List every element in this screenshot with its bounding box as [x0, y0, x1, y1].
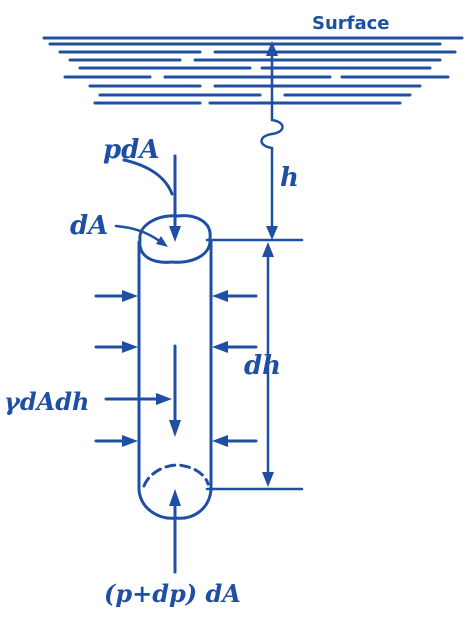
depth-break-squiggle	[260, 118, 284, 150]
depth-arrowhead-top	[266, 41, 278, 56]
bottom-force-arrowhead	[169, 489, 181, 506]
weight-arrowhead	[169, 420, 181, 437]
top-force-arrow	[122, 154, 181, 242]
top-area-leader-arrowhead	[156, 236, 168, 247]
cylinder-bottom-hidden-edge	[142, 463, 210, 488]
right-force-arrowhead	[212, 435, 228, 447]
surface-label: Surface	[312, 13, 390, 34]
weight-arrow	[104, 344, 181, 437]
right-force-arrowhead	[212, 341, 228, 353]
right-side-forces	[212, 290, 258, 447]
depth-arrowhead-bottom	[266, 226, 278, 240]
depth-label: h	[280, 163, 299, 193]
top-force-label: pdA	[103, 135, 160, 165]
top-force-leader	[122, 158, 174, 196]
depth-dimension	[260, 41, 284, 240]
top-area-label: dA	[70, 211, 108, 241]
cylinder-top-ellipse	[138, 214, 212, 264]
weight-leader-arrowhead	[156, 393, 172, 405]
right-force-arrowhead	[212, 290, 228, 302]
left-side-forces	[94, 290, 138, 447]
bottom-force-label: (p+dp) dA	[104, 579, 241, 608]
bottom-force-arrow	[169, 489, 181, 574]
water-surface	[42, 36, 464, 105]
left-force-arrowhead	[122, 341, 138, 353]
height-arrowhead-bottom	[262, 472, 274, 487]
top-force-arrowhead	[169, 226, 181, 242]
element-height-label: dh	[244, 351, 281, 381]
height-arrowhead-top	[262, 242, 274, 257]
height-dimension	[205, 238, 304, 491]
left-force-arrowhead	[122, 435, 138, 447]
weight-label: γdAdh	[4, 387, 89, 416]
left-force-arrowhead	[122, 290, 138, 302]
